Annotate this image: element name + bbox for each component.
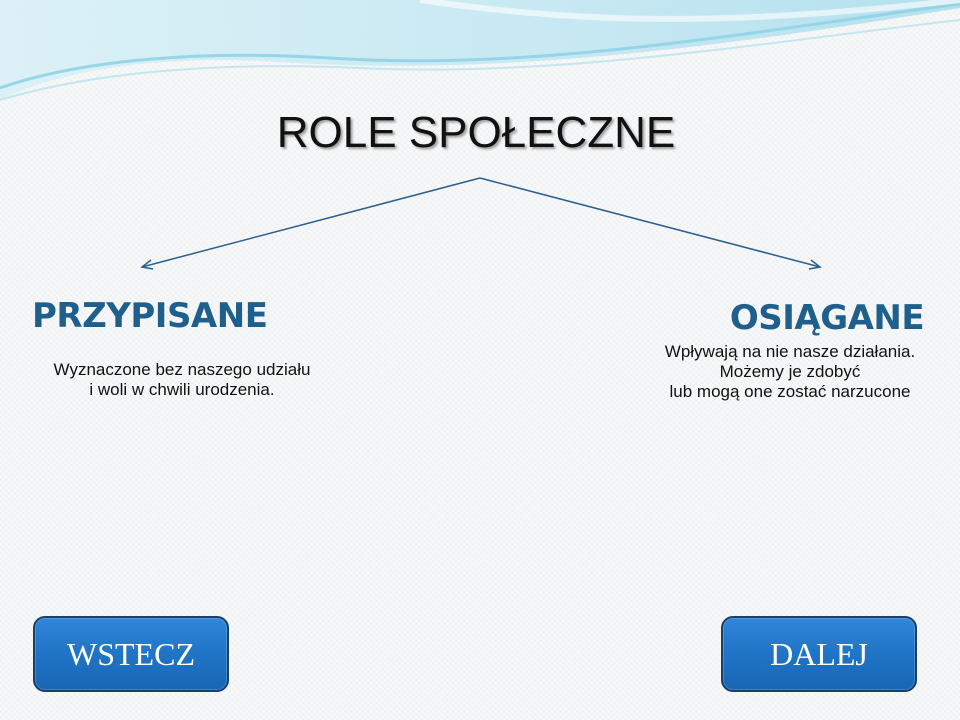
- description-line: i woli w chwili urodzenia.: [89, 380, 275, 399]
- decorative-wave: [0, 0, 960, 101]
- connector-line-left: [141, 177, 481, 268]
- description-line: Wyznaczone bez naszego udziału: [53, 360, 311, 379]
- description-osiagane: Wpływają na nie nasze działania. Możemy …: [630, 342, 950, 402]
- description-przypisane: Wyznaczone bez naszego udziału i woli w …: [22, 360, 342, 400]
- next-button[interactable]: DALEJ: [721, 616, 917, 692]
- description-line: lub mogą one zostać narzucone: [669, 382, 911, 401]
- slide-title: ROLE SPOŁECZNE: [276, 108, 676, 157]
- heading-przypisane: PRZYPISANE: [32, 296, 268, 336]
- heading-osiagane: OSIĄGANE: [729, 298, 925, 338]
- back-button[interactable]: WSTECZ: [33, 616, 229, 692]
- arrowhead-right: [808, 259, 822, 270]
- arrowhead-left: [140, 259, 154, 270]
- connector-line-right: [479, 177, 821, 268]
- description-line: Wpływają na nie nasze działania.: [664, 342, 916, 361]
- description-line: Możemy je zdobyć: [719, 362, 861, 381]
